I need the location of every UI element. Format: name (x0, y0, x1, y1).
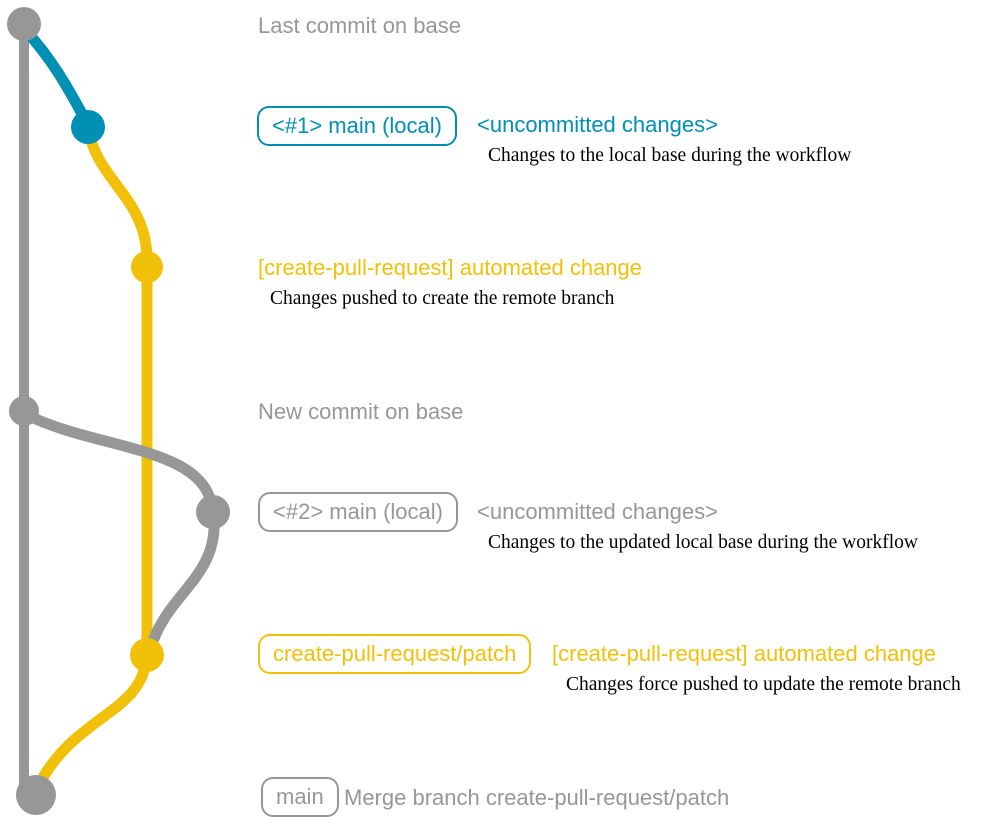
commit-node-main-local-2 (196, 495, 230, 529)
description-force-push-update-branch: Changes force pushed to update the remot… (566, 674, 961, 695)
commit-node-patch-1 (131, 251, 163, 283)
badge-main: main (261, 777, 339, 817)
branch-edge-patch-create (83, 125, 153, 658)
branch-edge-main-local-1 (20, 25, 93, 129)
heading-uncommitted-changes-1: <uncommitted changes> (477, 112, 718, 137)
caption-merge-branch: Merge branch create-pull-request/patch (344, 785, 730, 810)
commit-node-merge (16, 775, 56, 815)
description-updated-local-base-changes: Changes to the updated local base during… (488, 532, 918, 553)
branch-edge-patch-merge (33, 653, 152, 791)
branch-edge-force-push (145, 511, 220, 653)
commit-node-patch-2 (130, 638, 164, 672)
description-local-base-changes: Changes to the local base during the wor… (488, 145, 852, 166)
heading-automated-change-1: [create-pull-request] automated change (258, 255, 643, 280)
caption-last-commit-on-base: Last commit on base (258, 13, 461, 38)
commit-node-main-local-1 (71, 110, 105, 144)
heading-uncommitted-changes-2: <uncommitted changes> (477, 499, 718, 524)
branch-edge-main-local-2 (21, 409, 218, 513)
badge-main-local-1: <#1> main (local) (257, 106, 457, 146)
commit-node-last-base (7, 7, 41, 41)
caption-new-commit-on-base: New commit on base (258, 399, 464, 424)
description-push-create-branch: Changes pushed to create the remote bran… (270, 288, 615, 309)
commit-node-new-base (9, 396, 39, 426)
heading-automated-change-2: [create-pull-request] automated change (552, 641, 937, 666)
badge-main-local-2: <#2> main (local) (258, 492, 458, 532)
badge-create-pull-request-patch: create-pull-request/patch (258, 634, 532, 674)
